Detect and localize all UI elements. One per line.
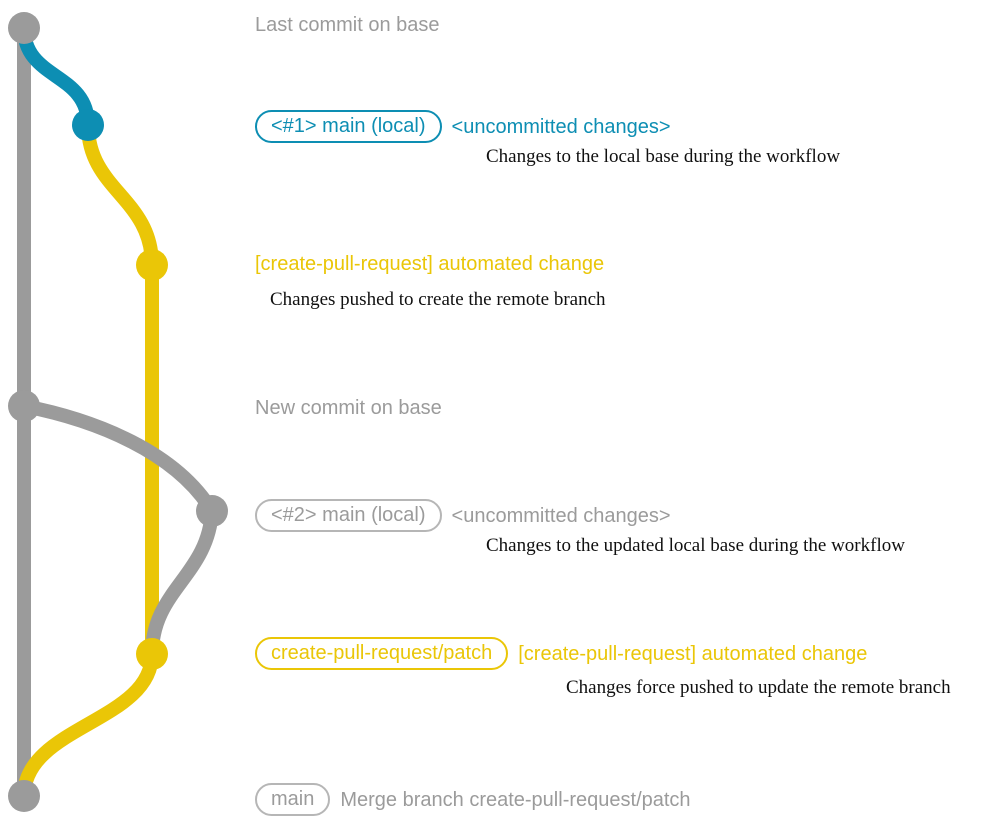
- branch-label-automated-change-2[interactable]: create-pull-request/patch: [255, 637, 509, 670]
- edge-automated2-to-merge: [17, 647, 159, 803]
- edge-basenew-to-local2: [17, 399, 219, 518]
- commit-node-base-new[interactable]: [8, 390, 40, 422]
- commit-message-new-commit-on-base: New commit on base: [255, 397, 442, 419]
- edge-base-to-local1: [17, 21, 95, 132]
- commit-node-automated-1[interactable]: [136, 249, 168, 281]
- commit-node-automated-2[interactable]: [136, 638, 168, 670]
- commit-message-automated-change-2: [create-pull-request] automated change: [518, 642, 868, 665]
- edge-local1-to-automated1: [81, 118, 159, 272]
- annotation-row-local-change-2: <#2> main (local) <uncommitted changes>: [255, 499, 671, 532]
- annotation-row-last-commit-on-base: Last commit on base: [255, 15, 440, 35]
- commit-node-merge[interactable]: [8, 780, 40, 812]
- commit-node-base-head[interactable]: [8, 12, 40, 44]
- branch-label-local-change-2[interactable]: <#2> main (local): [255, 499, 442, 532]
- commit-description-automated-change-1: Changes pushed to create the remote bran…: [270, 289, 606, 310]
- branch-label-merge-commit[interactable]: main: [255, 783, 331, 816]
- edge-local2-to-automated2: [145, 504, 219, 661]
- commit-description-local-change-2: Changes to the updated local base during…: [486, 535, 905, 556]
- annotation-row-automated-change-2: create-pull-request/patch [create-pull-re…: [255, 637, 867, 670]
- commit-description-local-change-1: Changes to the local base during the wor…: [486, 146, 841, 167]
- git-graph: [8, 12, 228, 812]
- commit-message-automated-change-1: [create-pull-request] automated change: [255, 253, 605, 275]
- commit-message-merge-commit: Merge branch create-pull-request/patch: [340, 788, 691, 811]
- annotation-row-merge-commit: main Merge branch create-pull-request/pat…: [255, 783, 691, 816]
- commit-message-local-change-1: <uncommitted changes>: [451, 115, 671, 138]
- commit-description-automated-change-2: Changes force pushed to update the remot…: [566, 677, 951, 698]
- annotation-row-local-change-1: <#1> main (local) <uncommitted changes>: [255, 110, 671, 143]
- commit-node-local-2[interactable]: [196, 495, 228, 527]
- commit-message-last-commit-on-base: Last commit on base: [255, 14, 440, 36]
- commit-node-local-1[interactable]: [72, 109, 104, 141]
- branch-label-local-change-1[interactable]: <#1> main (local): [255, 110, 442, 143]
- annotation-row-new-commit-on-base: New commit on base: [255, 398, 442, 418]
- annotation-row-automated-change-1: [create-pull-request] automated change: [255, 254, 604, 274]
- commit-message-local-change-2: <uncommitted changes>: [451, 504, 671, 527]
